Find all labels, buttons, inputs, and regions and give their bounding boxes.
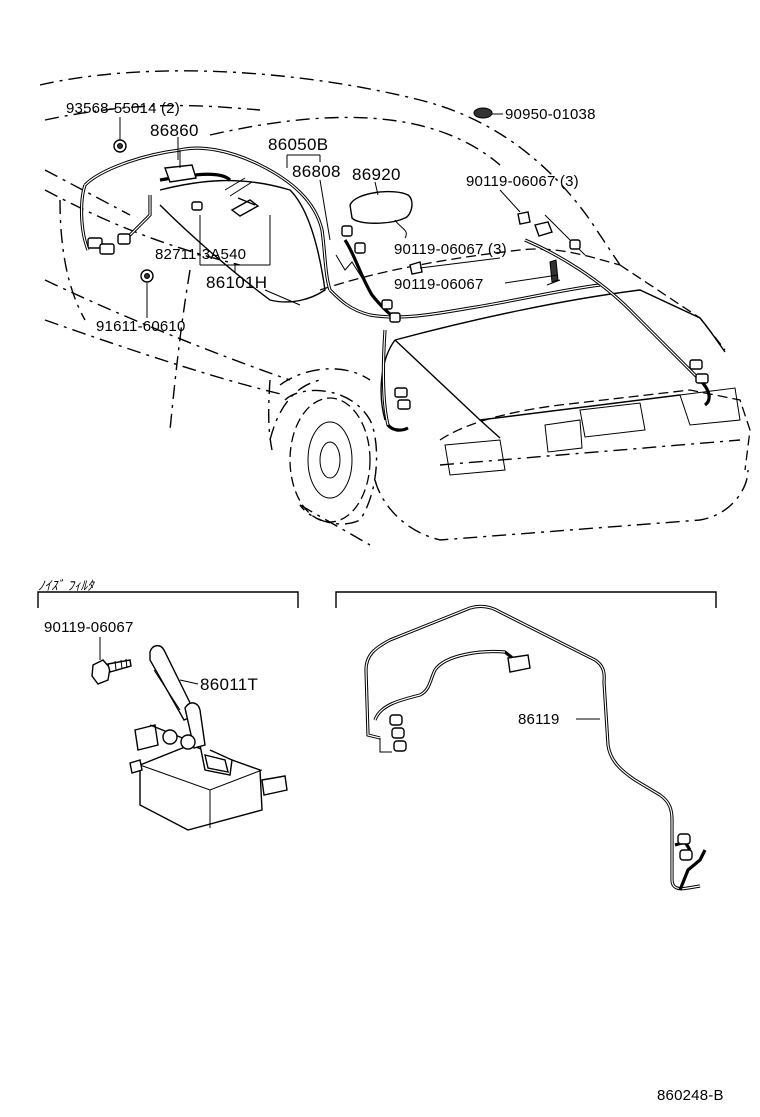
part-label: 86920 <box>352 165 401 184</box>
part-label: 82711-3A540 <box>155 246 246 263</box>
noise-filter-icon <box>129 645 288 831</box>
trunk-wire-harness <box>328 107 711 432</box>
part-label: 86860 <box>150 121 199 140</box>
roof-wire-harness <box>79 139 332 291</box>
part-label: 93568-55014 (2) <box>66 100 180 117</box>
part-label: 86119 <box>518 711 560 728</box>
part-label: 86808 <box>292 162 341 181</box>
harness-86119-section <box>335 591 717 891</box>
leader-lines <box>119 113 559 318</box>
part-label: 90950-01038 <box>505 106 596 123</box>
part-label: 86011T <box>200 675 258 694</box>
part-label: 90119-06067 <box>394 276 484 293</box>
part-label: 90119-06067 (3) <box>466 173 579 190</box>
harness-icon <box>364 604 707 891</box>
bolt-icon <box>91 658 132 685</box>
noise-filter-section <box>37 591 299 831</box>
car-body-outline <box>39 70 751 546</box>
part-labels: 93568-55014 (2) 86860 86050B 86808 86920… <box>38 100 724 1104</box>
part-label: 90119-06067 <box>44 619 134 636</box>
section-label: ﾉｲｽﾞ ﾌｨﾙﾀ <box>38 578 95 593</box>
diagram-code: 860248-B <box>657 1087 724 1104</box>
part-label: 91611-60610 <box>96 318 186 335</box>
part-label: 90119-06067 (3) <box>394 241 507 258</box>
part-label: 86050B <box>268 135 328 154</box>
part-label: 86101H <box>206 273 267 292</box>
